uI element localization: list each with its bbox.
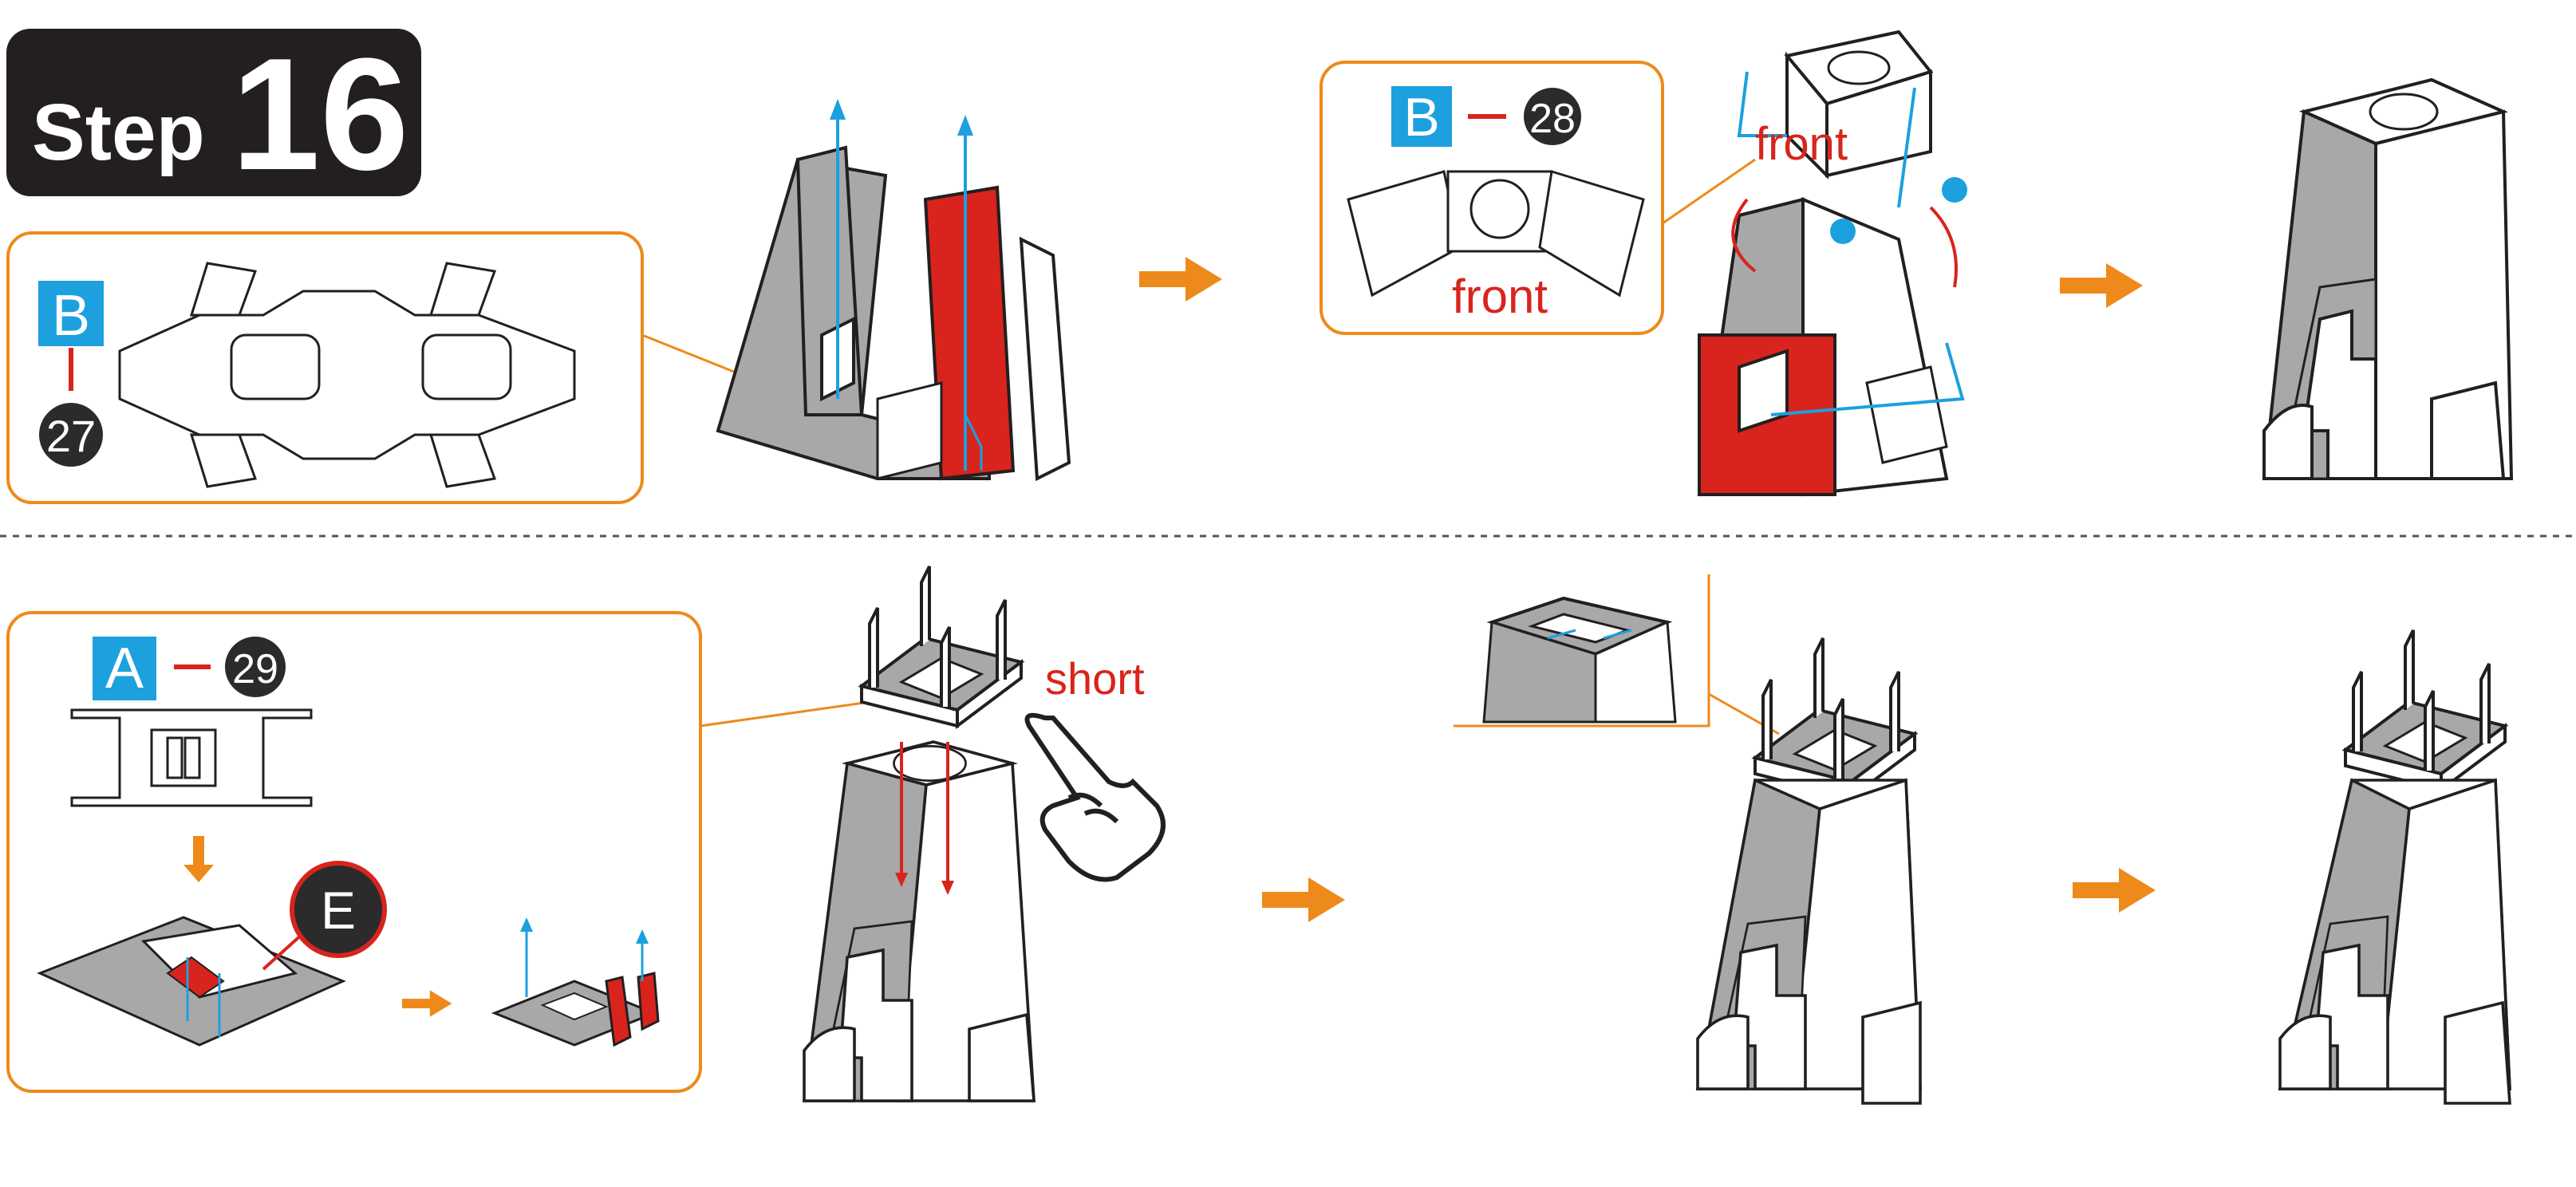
part-number-29: 29 (232, 646, 278, 692)
part-letter-a29: A (105, 637, 144, 700)
step-badge: Step 16 (6, 26, 421, 203)
step-number: 16 (231, 26, 408, 203)
assembly-a29 (802, 565, 1036, 1102)
result-tower-b28 (2262, 77, 2514, 480)
arrow-right-icon (2073, 868, 2156, 913)
pointing-hand-icon (1024, 712, 1166, 882)
part-label-b28: B 28 (1391, 86, 1581, 148)
part-fold-a29 (37, 916, 346, 1047)
callout-letter: E (321, 881, 356, 940)
final-tower (2278, 629, 2511, 1105)
part-outline-b27 (118, 262, 576, 488)
arrow-right-icon (2060, 263, 2143, 308)
part-legs-a29 (491, 917, 660, 1047)
part-number-27: 27 (46, 411, 96, 461)
part-number-28: 28 (1529, 96, 1576, 142)
arrow-right-icon (1262, 877, 1345, 922)
part-front-label: front (1452, 270, 1548, 323)
assembly-b27 (716, 99, 1071, 482)
assembly-b28 (1697, 30, 1967, 497)
arrow-right-icon (402, 990, 452, 1017)
part-panel-a29 (6, 611, 702, 1093)
part-panel-b27 (6, 231, 644, 504)
part-letter-b28: B (1403, 87, 1439, 148)
callout-e: E (262, 861, 387, 971)
model-front-label: front (1755, 118, 1848, 170)
part-outline-b28 (1347, 170, 1645, 298)
step-word: Step (32, 88, 205, 177)
part-outline-a29 (70, 708, 313, 807)
short-label: short (1045, 653, 1145, 704)
part-letter-b27: B (52, 284, 90, 348)
part-label-a29: A 29 (93, 637, 286, 700)
arrow-right-icon (1139, 257, 1222, 302)
zoom-inset (1454, 574, 1780, 735)
assembled-tower-step1 (1695, 637, 1922, 1105)
part-panel-b28 (1320, 61, 1664, 335)
part-label-b27: B 27 (38, 281, 104, 467)
